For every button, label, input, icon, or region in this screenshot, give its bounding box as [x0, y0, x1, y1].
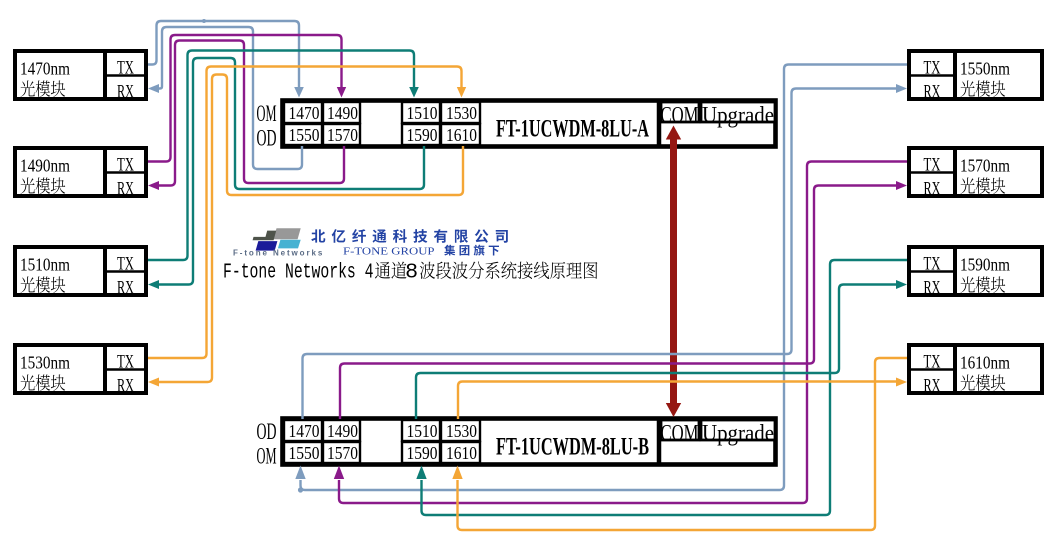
svg-text:TX: TX	[924, 155, 941, 176]
svg-text:OD: OD	[257, 419, 277, 444]
svg-text:1470: 1470	[289, 103, 320, 123]
svg-text:TX: TX	[117, 254, 134, 275]
svg-text:Upgrade: Upgrade	[702, 103, 774, 128]
svg-text:1570: 1570	[327, 443, 358, 463]
svg-text:1490: 1490	[327, 103, 358, 123]
svg-text:1530: 1530	[446, 421, 477, 441]
svg-text:F-tone Networks 4: F-tone Networks 4	[223, 262, 374, 285]
svg-text:F-TONE GROUP: F-TONE GROUP	[343, 247, 435, 258]
svg-text:COM: COM	[661, 421, 699, 446]
svg-text:1530nm: 1530nm	[20, 353, 70, 373]
svg-text:1510nm: 1510nm	[20, 255, 70, 275]
svg-text:RX: RX	[924, 376, 941, 397]
svg-text:1590nm: 1590nm	[960, 255, 1010, 275]
svg-text:RX: RX	[924, 278, 941, 299]
svg-text:1590: 1590	[407, 125, 438, 145]
svg-text:RX: RX	[117, 376, 134, 397]
svg-text:RX: RX	[117, 82, 134, 103]
svg-text:TX: TX	[924, 254, 941, 275]
svg-text:1610nm: 1610nm	[960, 353, 1010, 373]
svg-text:1610: 1610	[446, 125, 477, 145]
svg-text:1510: 1510	[407, 421, 438, 441]
svg-text:1590: 1590	[407, 443, 438, 463]
svg-text:1550: 1550	[289, 443, 320, 463]
svg-text:1470nm: 1470nm	[20, 59, 70, 79]
svg-text:1490nm: 1490nm	[20, 156, 70, 176]
svg-text:TX: TX	[924, 352, 941, 373]
svg-text:OD: OD	[257, 126, 277, 151]
svg-text:RX: RX	[117, 278, 134, 299]
svg-text:1510: 1510	[407, 103, 438, 123]
svg-text:8: 8	[405, 262, 418, 285]
svg-text:RX: RX	[117, 179, 134, 200]
svg-text:1550: 1550	[289, 125, 320, 145]
svg-text:1550nm: 1550nm	[960, 59, 1010, 79]
svg-text:RX: RX	[924, 82, 941, 103]
svg-text:1470: 1470	[289, 421, 320, 441]
svg-text:TX: TX	[117, 58, 134, 79]
svg-text:1570: 1570	[327, 125, 358, 145]
svg-text:1570nm: 1570nm	[960, 156, 1010, 176]
svg-text:OM: OM	[257, 101, 277, 126]
svg-text:1610: 1610	[446, 443, 477, 463]
svg-text:FT-1UCWDM-8LU-B: FT-1UCWDM-8LU-B	[496, 432, 649, 461]
svg-text:TX: TX	[117, 155, 134, 176]
svg-text:FT-1UCWDM-8LU-A: FT-1UCWDM-8LU-A	[496, 114, 649, 143]
svg-text:Upgrade: Upgrade	[702, 421, 774, 446]
svg-text:OM: OM	[257, 444, 277, 469]
svg-text:TX: TX	[924, 58, 941, 79]
svg-text:RX: RX	[924, 179, 941, 200]
svg-text:1490: 1490	[327, 421, 358, 441]
svg-text:1530: 1530	[446, 103, 477, 123]
svg-text:F-tone Networks: F-tone Networks	[233, 249, 324, 258]
svg-text:TX: TX	[117, 352, 134, 373]
svg-text:COM: COM	[661, 103, 699, 128]
